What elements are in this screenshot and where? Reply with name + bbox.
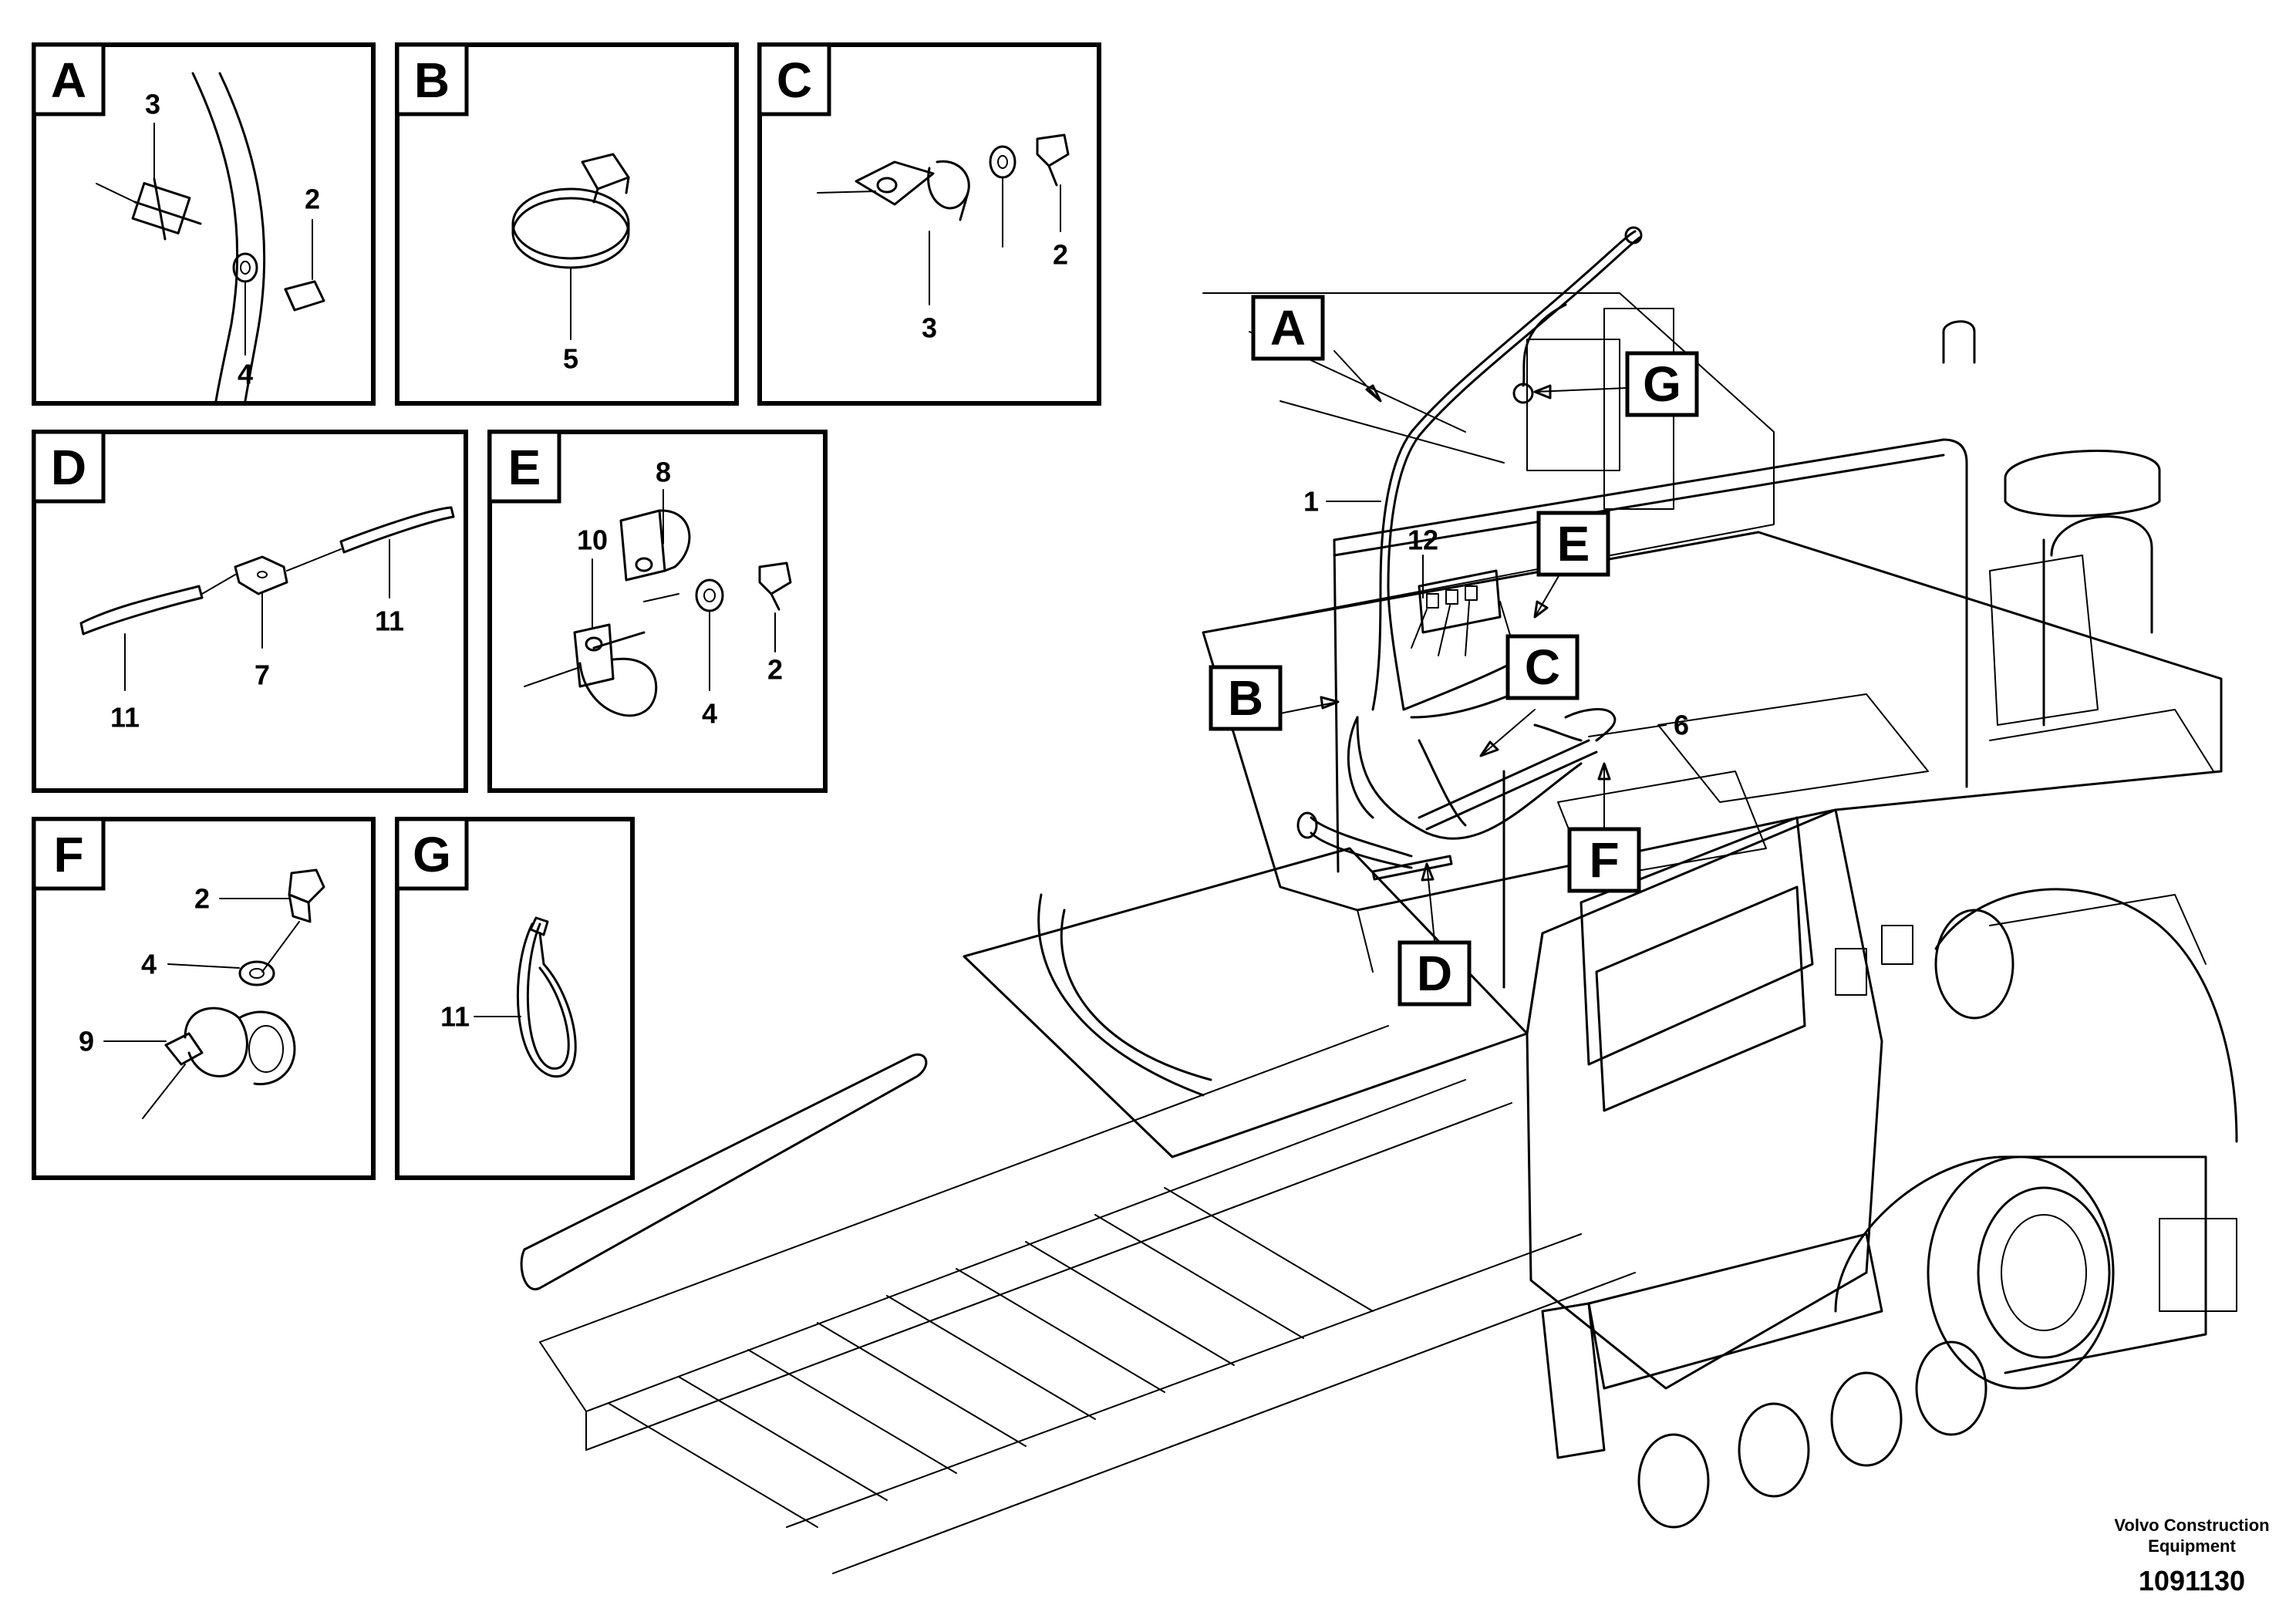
loop-tie-illustration [517, 916, 577, 1078]
rubber-p-clamp-illustration [142, 868, 325, 1119]
detail-d: D 11 7 11 [32, 430, 468, 793]
main-part-6: 6 [1674, 710, 1689, 741]
detail-a-part-3: 3 [145, 89, 160, 120]
cable-tie-mount-illustration [79, 506, 455, 636]
svg-text:D: D [1417, 946, 1452, 1001]
cable-harness [1296, 226, 1643, 881]
machine-illustration [520, 292, 2238, 1574]
main-part-1: 1 [1303, 486, 1319, 518]
callout-d: D [1397, 940, 1472, 1007]
detail-b: B 5 [395, 42, 739, 406]
main-view-leaders [1279, 350, 1667, 942]
detail-d-part-11-right: 11 [375, 605, 404, 637]
detail-e-letter: E [508, 440, 541, 495]
callout-b: B [1209, 665, 1283, 731]
callout-c: C [1505, 634, 1580, 700]
detail-a-part-2: 2 [305, 184, 320, 215]
conveyor-chain-slats [609, 1187, 1374, 1528]
detail-f-part-2: 2 [194, 883, 210, 915]
detail-c-part-2: 2 [1053, 239, 1068, 271]
callout-f: F [1567, 827, 1641, 893]
detail-d-part-11-left: 11 [110, 702, 140, 733]
callout-g: G [1625, 351, 1699, 417]
detail-f-part-9: 9 [79, 1026, 94, 1057]
detail-e-part-4: 4 [702, 698, 717, 730]
double-p-clip-illustration [524, 509, 792, 717]
svg-text:F: F [1589, 832, 1619, 888]
drawing-number: 1091130 [2139, 1565, 2245, 1597]
drawing-footer: Volvo Construction Equipment 1091130 [2114, 1516, 2269, 1597]
detail-e-part-10: 10 [577, 524, 608, 556]
detail-g-letter: G [413, 827, 451, 882]
detail-f: F 2 4 9 [32, 817, 376, 1180]
detail-a-part-4: 4 [238, 359, 253, 390]
detail-d-part-7: 7 [255, 659, 270, 691]
callout-e: E [1536, 511, 1610, 577]
hose-clamp-illustration [96, 72, 325, 403]
company-name-line2: Equipment [2148, 1536, 2236, 1556]
svg-text:A: A [1270, 300, 1306, 356]
detail-g: G 11 [395, 817, 635, 1180]
detail-a: A 3 2 4 [32, 42, 376, 406]
p-clip-illustration [817, 133, 1070, 221]
detail-b-part-5: 5 [563, 343, 578, 375]
detail-d-letter: D [51, 440, 86, 495]
callout-a: A [1251, 295, 1325, 361]
svg-text:C: C [1525, 639, 1560, 695]
detail-c-part-3: 3 [922, 312, 937, 344]
detail-g-part-11: 11 [440, 1001, 470, 1033]
detail-e-part-2: 2 [767, 654, 783, 686]
detail-e: E 8 10 2 4 [487, 430, 828, 793]
detail-a-letter: A [51, 52, 86, 108]
detail-e-part-8: 8 [656, 457, 671, 488]
detail-f-part-4: 4 [141, 949, 157, 980]
detail-b-letter: B [414, 52, 450, 108]
detail-c: C 2 3 [757, 42, 1101, 406]
detail-c-letter: C [777, 52, 812, 108]
detail-f-letter: F [53, 827, 83, 882]
company-name-line1: Volvo Construction [2114, 1516, 2269, 1535]
svg-text:B: B [1228, 670, 1263, 726]
main-part-12: 12 [1408, 524, 1438, 556]
svg-text:G: G [1643, 356, 1681, 412]
svg-text:E: E [1557, 516, 1590, 572]
